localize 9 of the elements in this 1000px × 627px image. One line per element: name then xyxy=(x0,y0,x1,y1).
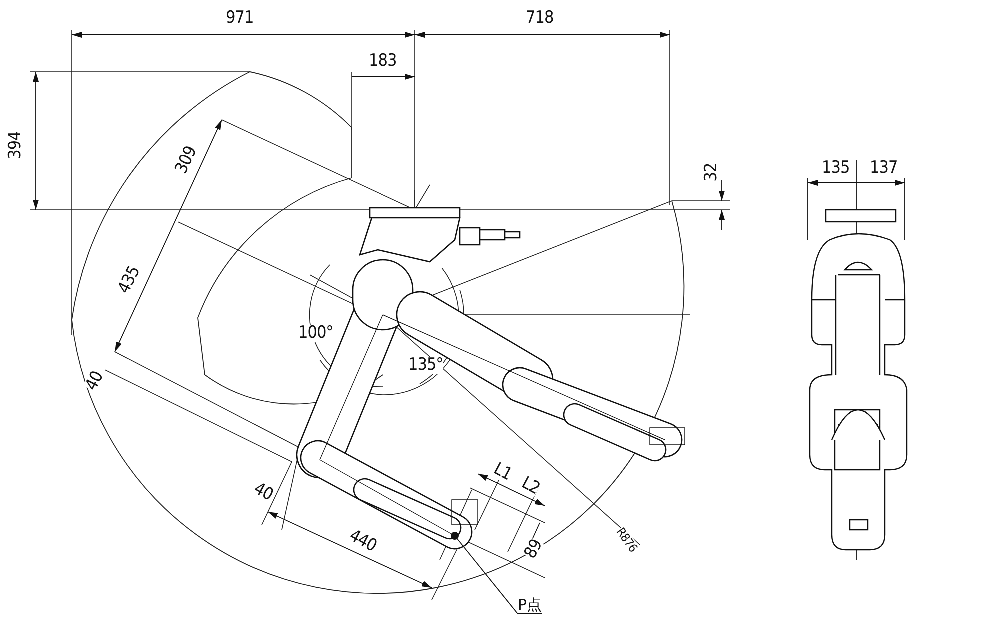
angle-label: 135° xyxy=(408,356,444,374)
leader-line xyxy=(457,538,542,614)
dimension-label: 135 xyxy=(822,160,850,176)
point-label: P点 xyxy=(518,598,542,613)
dimension-label: 137 xyxy=(870,160,898,176)
dimension-label: 718 xyxy=(526,10,554,26)
dimension-label: 971 xyxy=(226,10,254,26)
dimension-label: 183 xyxy=(369,52,397,70)
angle-label: 100° xyxy=(298,324,334,342)
